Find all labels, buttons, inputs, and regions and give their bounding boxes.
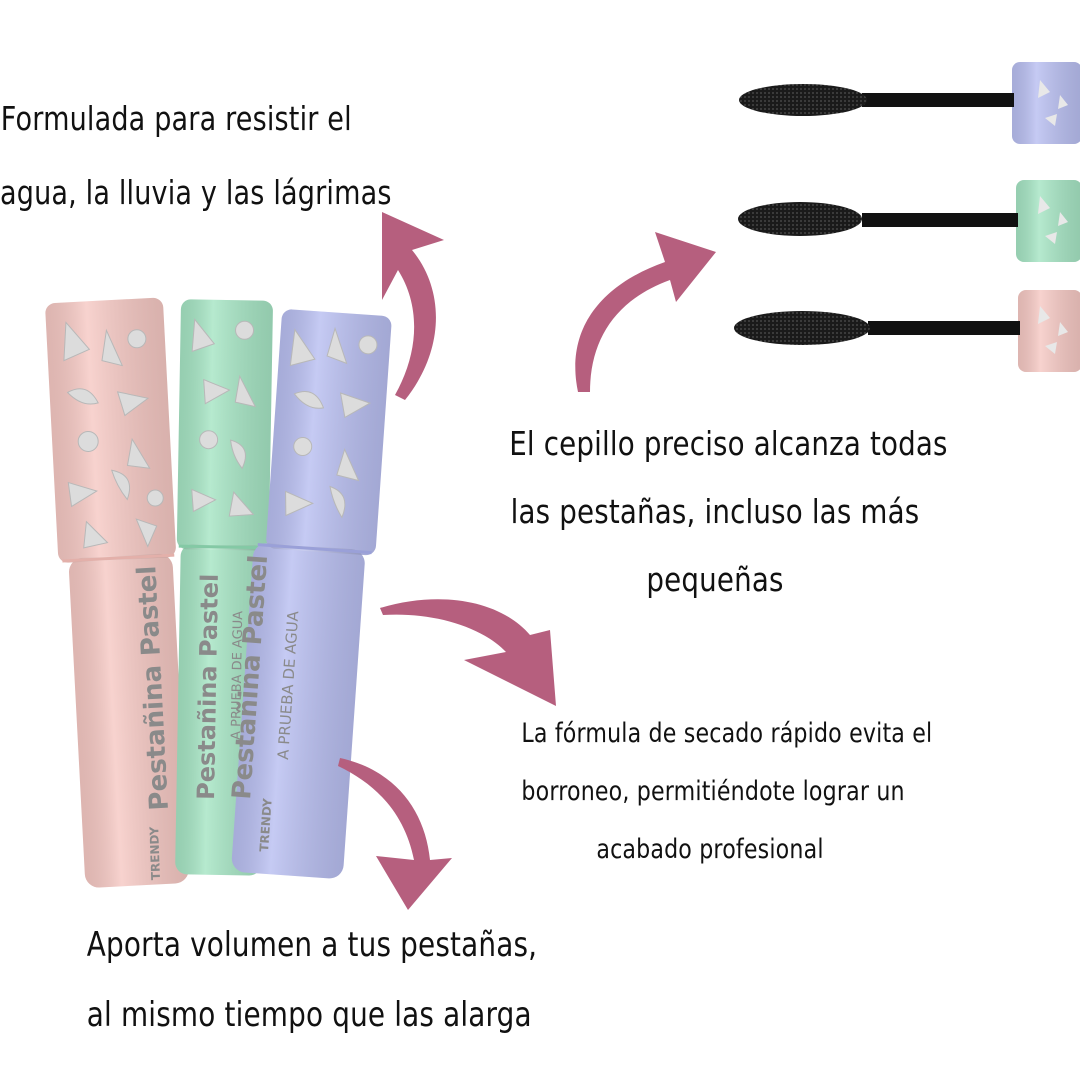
- caption-precise-brush: El cepillo preciso alcanza todas las pes…: [509, 410, 948, 614]
- mascara-wand-icon: [738, 180, 1080, 262]
- caption-quick-dry: La fórmula de secado rápido evita el bor…: [521, 705, 933, 879]
- caption-line: La fórmula de secado rápido evita el: [521, 718, 933, 749]
- caption-line: pequeñas: [646, 560, 784, 599]
- mascara-wand-icon: [734, 290, 1080, 372]
- product-name-mint: Pestañina Pastel: [192, 573, 224, 800]
- caption-line: El cepillo preciso alcanza todas: [509, 424, 948, 463]
- caption-water-resistant: Formulada para resistir el agua, la lluv…: [0, 82, 392, 230]
- caption-line: agua, la lluvia y las lágrimas: [0, 173, 392, 212]
- curved-arrow-icon: [382, 212, 444, 400]
- mascara-tube-icon: [231, 309, 392, 879]
- curved-arrow-icon: [338, 758, 452, 910]
- mascara-wand-icon: [739, 62, 1080, 144]
- brand-logo-lavender: TRENDY: [257, 798, 275, 853]
- brand-logo-pink: TRENDY: [147, 826, 163, 880]
- caption-line: las pestañas, incluso las más: [510, 492, 920, 531]
- mascara-tube-icon: [45, 297, 189, 888]
- caption-line: Aporta volumen a tus pestañas,: [86, 925, 538, 965]
- caption-line: borroneo, permitiéndote lograr un: [521, 776, 905, 807]
- curved-arrow-icon: [575, 232, 716, 392]
- curved-arrow-icon: [380, 599, 556, 706]
- product-subtitle-mint: A PRUEBA DE AGUA: [229, 611, 246, 740]
- caption-line: Formulada para resistir el: [0, 99, 352, 138]
- caption-line: al mismo tiempo que las alarga: [86, 995, 532, 1035]
- caption-line: acabado profesional: [596, 834, 824, 865]
- caption-volume: Aporta volumen a tus pestañas, al mismo …: [86, 910, 538, 1050]
